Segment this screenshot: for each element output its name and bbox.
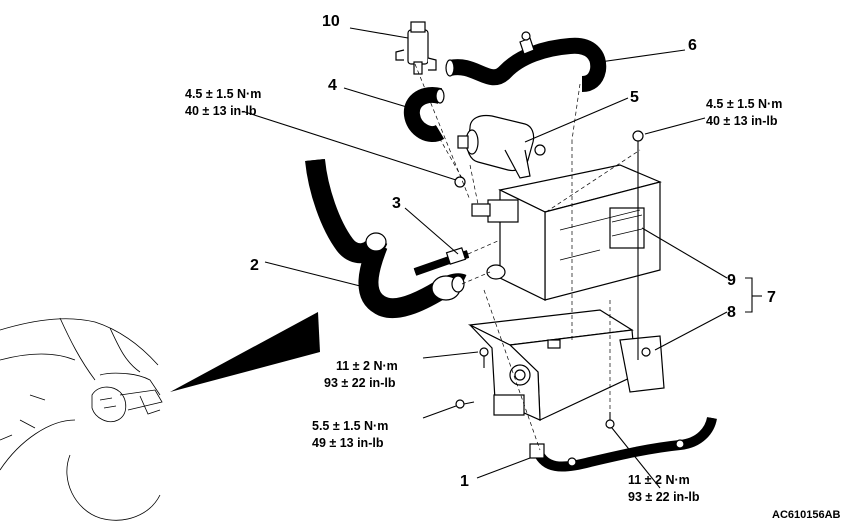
torque-inlb: 49 ± 13 in-lb <box>312 436 384 450</box>
torque-nm: 5.5 ± 1.5 N·m <box>312 419 388 433</box>
torque-inlb: 40 ± 13 in-lb <box>706 114 778 128</box>
torque-spec-top-right: 4.5 ± 1.5 N·m 40 ± 13 in-lb <box>706 97 782 128</box>
part-6-hose <box>445 31 607 92</box>
bolt-top-left <box>454 176 466 188</box>
torque-spec-mid-left: 11 ± 2 N·m 93 ± 22 in-lb <box>324 359 398 390</box>
bolt-mid-left <box>479 347 489 357</box>
part-3-hose <box>413 247 470 276</box>
bolt-bottom-right <box>605 419 615 429</box>
part-9-canister <box>471 164 662 301</box>
part-1-hose <box>529 416 717 472</box>
bolt-top-right <box>632 130 644 360</box>
figure-code: AC610156AB <box>772 509 841 521</box>
torque-nm: 4.5 ± 1.5 N·m <box>185 87 261 101</box>
callout-1: 1 <box>460 473 469 490</box>
torque-nm: 11 ± 2 N·m <box>628 473 690 487</box>
bolt-lower-left <box>455 399 465 409</box>
torque-inlb: 93 ± 22 in-lb <box>324 376 396 390</box>
callout-2: 2 <box>250 257 259 274</box>
callout-10: 10 <box>322 13 340 30</box>
torque-spec-bottom-right: 11 ± 2 N·m 93 ± 22 in-lb <box>628 473 700 504</box>
callout-5: 5 <box>630 89 639 106</box>
part-10-sensor <box>395 21 437 75</box>
callout-3: 3 <box>392 195 401 212</box>
part-4-hose <box>403 87 445 142</box>
torque-spec-top-left: 4.5 ± 1.5 N·m 40 ± 13 in-lb <box>185 87 261 118</box>
callout-labels: 10 6 4 5 3 2 9 7 8 1 <box>250 13 776 490</box>
callout-7: 7 <box>767 289 776 306</box>
part-5-solenoid-valve <box>454 114 546 188</box>
assembly-dashed-lines <box>414 63 641 451</box>
torque-spec-lower-left: 5.5 ± 1.5 N·m 49 ± 13 in-lb <box>312 419 388 450</box>
view-pointer-wedge <box>170 312 320 392</box>
torque-nm: 11 ± 2 N·m <box>336 359 398 373</box>
part-8-bracket <box>455 309 665 429</box>
torque-nm: 4.5 ± 1.5 N·m <box>706 97 782 111</box>
torque-inlb: 93 ± 22 in-lb <box>628 490 700 504</box>
callout-9: 9 <box>727 272 736 289</box>
callout-8: 8 <box>727 304 736 321</box>
vehicle-location-inset <box>0 317 163 521</box>
torque-inlb: 40 ± 13 in-lb <box>185 104 257 118</box>
leader-lines <box>244 27 762 489</box>
part-2-hose <box>305 158 467 319</box>
callout-6: 6 <box>688 37 697 54</box>
callout-4: 4 <box>328 77 337 94</box>
